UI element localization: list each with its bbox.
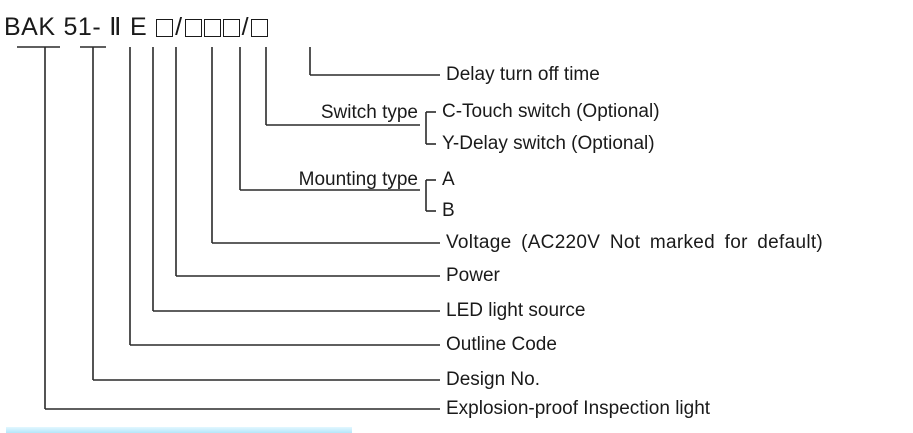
label-voltage: Voltage (AC220V Not marked for default) xyxy=(446,232,824,253)
label-outline-code: Outline Code xyxy=(446,334,557,355)
label-design-no: Design No. xyxy=(446,369,540,390)
footer-accent-bar xyxy=(6,427,352,433)
model-code: BAK 51- Ⅱ E / / xyxy=(4,10,269,44)
code-light-source: E xyxy=(129,12,148,41)
code-box-switch xyxy=(222,19,240,37)
code-prefix: BAK xyxy=(4,12,56,41)
label-mounting-a: A xyxy=(442,169,455,190)
code-box-delay xyxy=(251,19,269,37)
code-box-voltage xyxy=(184,19,202,37)
label-switch-type: Switch type xyxy=(320,102,418,123)
code-outline: Ⅱ xyxy=(109,13,122,41)
code-slash-1: / xyxy=(175,12,183,41)
label-led-source: LED light source xyxy=(446,300,586,321)
label-mounting-type: Mounting type xyxy=(298,169,418,190)
label-switch-c: C-Touch switch (Optional) xyxy=(442,101,660,122)
label-mounting-b: B xyxy=(442,200,455,221)
code-design-no: 51- xyxy=(63,12,102,41)
label-power: Power xyxy=(446,265,500,286)
label-product: Explosion-proof Inspection light xyxy=(446,398,711,419)
code-slash-2: / xyxy=(241,12,250,41)
code-box-mounting xyxy=(203,19,221,37)
code-box-power xyxy=(156,19,174,37)
label-switch-y: Y-Delay switch (Optional) xyxy=(442,133,655,154)
label-delay-time: Delay turn off time xyxy=(446,64,600,85)
